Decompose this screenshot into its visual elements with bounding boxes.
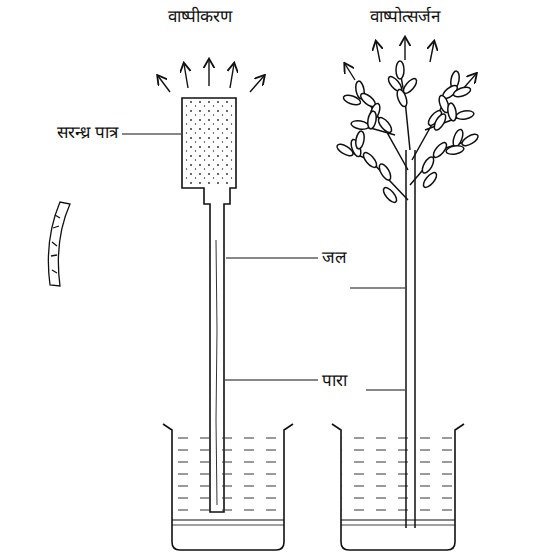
process-label: वाष्पीकरण: [168, 6, 232, 26]
leaf: [451, 128, 465, 148]
leaf: [350, 119, 369, 130]
beakers: [163, 424, 464, 550]
leaf: [446, 102, 457, 121]
process-label: वाष्पोत्सर्जन: [370, 6, 440, 26]
scribble-mark: [48, 202, 70, 286]
part-label: सरन्ध्र पात्र: [57, 122, 118, 142]
leaf: [361, 151, 379, 170]
leaf: [432, 112, 448, 132]
part-label: पारा: [322, 370, 347, 390]
leaf: [395, 88, 409, 108]
leaf: [455, 109, 474, 120]
evaporation-arrows: [158, 60, 264, 92]
plant-shoot: [335, 61, 480, 528]
leaf: [420, 155, 436, 175]
leaf: [421, 171, 439, 190]
leader-lines: [122, 134, 405, 390]
leaf: [376, 116, 394, 135]
leaf: [445, 144, 464, 155]
leaf: [452, 85, 472, 99]
leaf: [342, 93, 362, 107]
leaf: [354, 130, 365, 149]
leaf: [377, 162, 393, 182]
leaf: [366, 110, 377, 129]
leaf: [381, 186, 399, 205]
leaf: [396, 61, 404, 79]
part-label: जल: [322, 247, 347, 267]
